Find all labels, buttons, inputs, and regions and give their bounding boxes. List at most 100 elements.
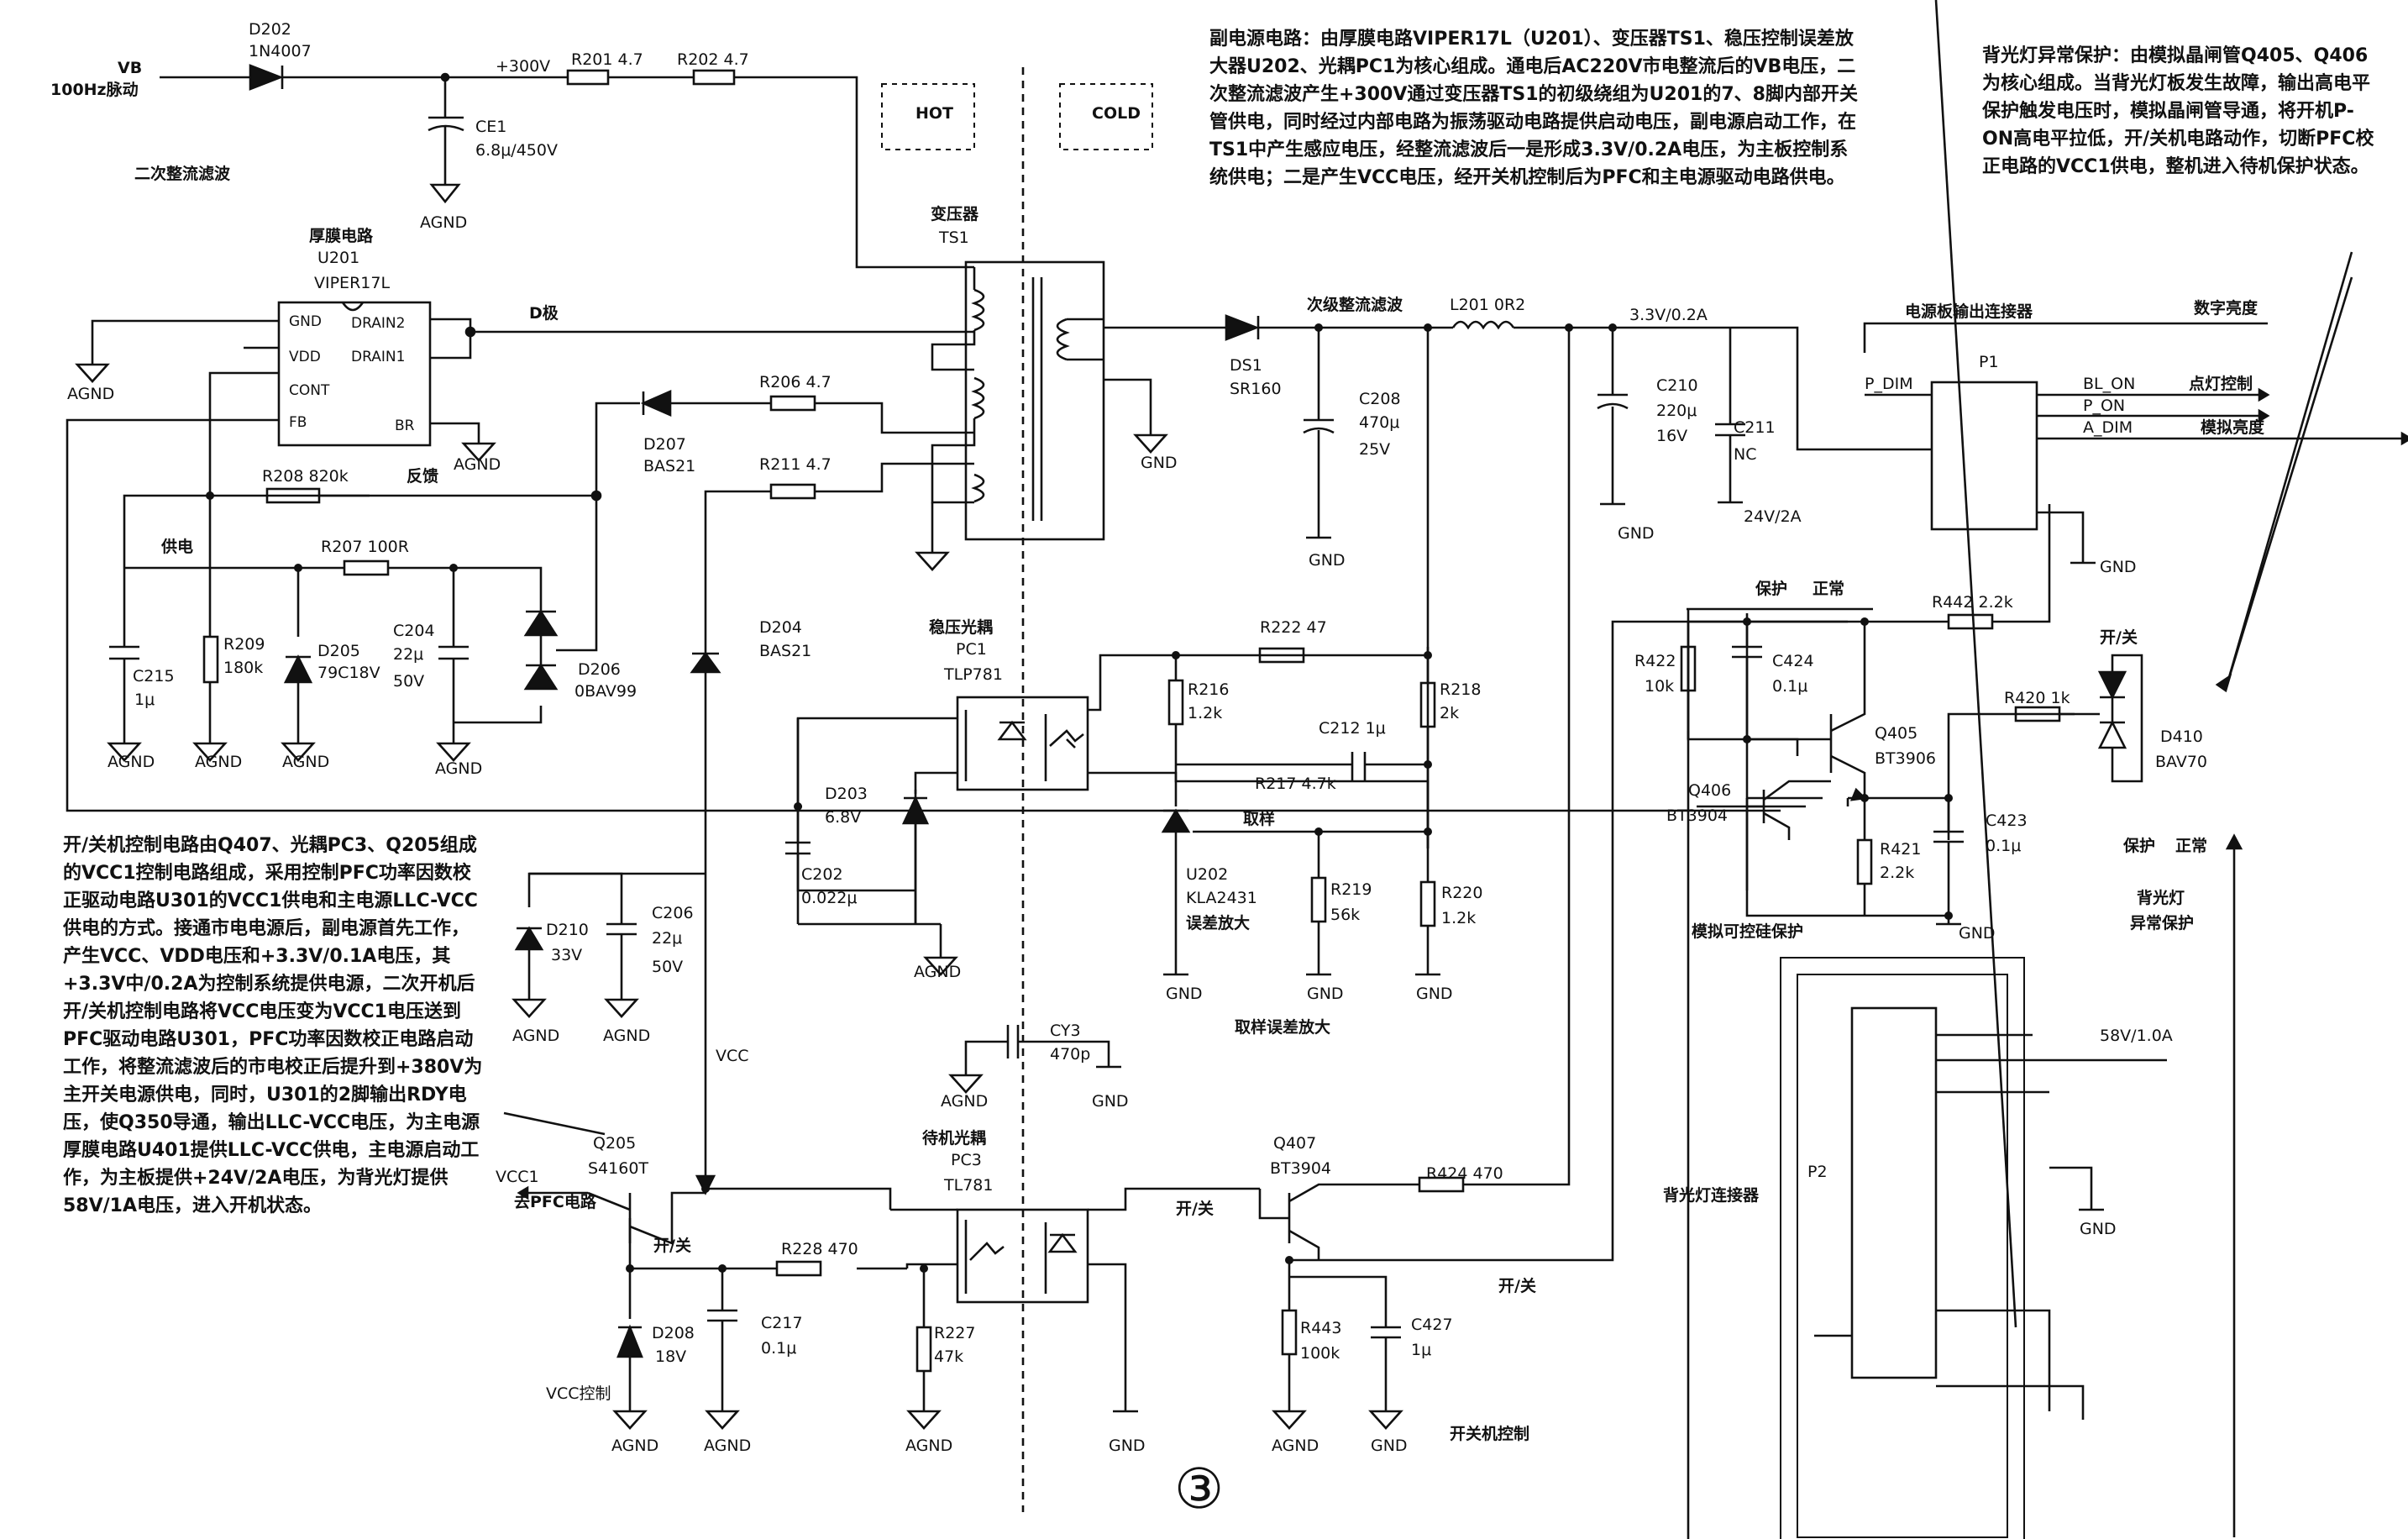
- label-p-dim: P_DIM: [1865, 375, 1913, 393]
- label-q405-part: BT3906: [1875, 749, 1936, 768]
- label-c204: C204: [393, 622, 435, 640]
- label-d205-val: 79C18V: [317, 664, 380, 682]
- label-agnd-11: AGND: [941, 1092, 989, 1111]
- p2-connector: [1780, 0, 2167, 1539]
- label-r219: R219: [1330, 880, 1372, 899]
- label-agnd-14: AGND: [905, 1437, 953, 1455]
- label-c204-val2: 50V: [393, 672, 425, 691]
- label-gnd-10: GND: [1371, 1437, 1408, 1455]
- label-cy3-val: 470p: [1050, 1045, 1091, 1064]
- label-r202: R202 4.7: [677, 50, 749, 69]
- pin-cont: CONT: [289, 382, 330, 399]
- label-r218: R218: [1440, 680, 1482, 699]
- label-agnd-12: AGND: [611, 1437, 659, 1455]
- label-gnd-12: GND: [2080, 1220, 2117, 1238]
- hot-cold-boxes: [881, 83, 1153, 150]
- label-d203-val: 6.8V: [825, 808, 862, 827]
- label-p1: P1: [1979, 353, 1999, 371]
- label-c424: C424: [1772, 652, 1814, 670]
- label-gnd-2: GND: [1309, 551, 1346, 570]
- label-gnd-6: GND: [1307, 985, 1344, 1003]
- pc1-regulator: [690, 622, 1436, 1176]
- label-d207: D207: [643, 435, 686, 454]
- label-protect-2: 保护: [2123, 837, 2156, 855]
- label-hot: HOT: [915, 104, 954, 123]
- label-c208-val2: 25V: [1359, 440, 1391, 459]
- label-q407-part: BT3904: [1270, 1159, 1331, 1178]
- label-bl-conn: 背光灯连接器: [1663, 1186, 1760, 1205]
- label-c206-val2: 50V: [652, 958, 684, 976]
- label-supply: 供电: [161, 538, 194, 556]
- label-c211-val: NC: [1734, 445, 1757, 464]
- label-agnd-1: AGND: [420, 213, 468, 232]
- label-normal-1: 正常: [1813, 580, 1845, 598]
- label-p2: P2: [1807, 1163, 1828, 1181]
- label-thick-film: 厚膜电路: [309, 227, 374, 245]
- label-r421: R421: [1880, 840, 1922, 859]
- label-r424: R424 470: [1426, 1164, 1503, 1183]
- label-pc3: PC3: [951, 1151, 982, 1169]
- label-q205-part: S4160T: [588, 1159, 649, 1178]
- label-c212: C212 1μ: [1319, 719, 1386, 738]
- label-onoff-ctrl: 开关机控制: [1450, 1425, 1530, 1443]
- label-cy3: CY3: [1050, 1022, 1081, 1040]
- label-gnd-3: GND: [1618, 524, 1655, 543]
- label-gnd-1: GND: [1141, 454, 1178, 472]
- label-d202-part: 1N4007: [249, 42, 312, 60]
- label-conn-out: 电源板输出连接器: [1905, 302, 2033, 321]
- label-c210: C210: [1656, 376, 1698, 395]
- pin-drain2: DRAIN2: [351, 315, 406, 332]
- label-r422: R422: [1634, 652, 1676, 670]
- label-d203: D203: [825, 785, 868, 803]
- label-r207: R207 100R: [321, 538, 409, 556]
- label-q405: Q405: [1875, 724, 1918, 743]
- label-protect-1: 保护: [1755, 580, 1788, 598]
- label-agnd-8: AGND: [914, 963, 962, 981]
- label-vcc-ctrl: VCC控制: [546, 1384, 611, 1403]
- label-feedback: 反馈: [407, 467, 439, 486]
- label-r216: R216: [1188, 680, 1230, 699]
- label-c210-val1: 220μ: [1656, 402, 1697, 420]
- label-c208: C208: [1359, 390, 1401, 408]
- label-transformer: 变压器: [931, 205, 979, 223]
- secondary-output: [1104, 314, 1932, 1176]
- label-sample-amp: 取样误差放大: [1235, 1018, 1331, 1037]
- label-ce1-val: 6.8μ/450V: [475, 141, 558, 160]
- backlight-protect-description: 背光灯异常保护：由模拟晶闸管Q405、Q406为核心组成。当背光灯板发生故障，输…: [1982, 45, 2374, 177]
- callout-leaders: [503, 276, 2353, 1136]
- label-r209: R209: [223, 635, 265, 654]
- label-vb: VB: [118, 59, 143, 77]
- feedback-wiring: [210, 390, 974, 622]
- label-d206: D206: [578, 660, 621, 679]
- label-d202: D202: [249, 20, 291, 39]
- label-c423-val: 0.1μ: [1986, 837, 2022, 855]
- label-u202-part: KLA2431: [1186, 889, 1257, 907]
- label-agnd-10: AGND: [603, 1027, 651, 1045]
- figure-number: ③: [1174, 1457, 1225, 1521]
- label-r206: R206 4.7: [759, 373, 832, 391]
- label-d204-part: BAS21: [759, 642, 812, 660]
- label-ds1-part: SR160: [1230, 380, 1282, 398]
- label-u202: U202: [1186, 865, 1229, 884]
- label-vcc1: VCC1: [496, 1168, 539, 1186]
- label-a-dim: A_DIM: [2083, 418, 2133, 437]
- label-r420: R420 1k: [2004, 689, 2070, 707]
- label-d-pole: D极: [529, 304, 559, 323]
- label-p-on: P_ON: [2083, 397, 2126, 415]
- label-c202-val: 0.022μ: [801, 889, 858, 907]
- label-agnd-7: AGND: [435, 759, 483, 778]
- label-v58: 58V/1.0A: [2100, 1027, 2173, 1045]
- label-r216-val: 1.2k: [1188, 704, 1223, 722]
- vdd-cap-network: [107, 402, 622, 762]
- label-c217-val: 0.1μ: [761, 1339, 797, 1358]
- label-v33: 3.3V/0.2A: [1629, 306, 1708, 324]
- label-c211: C211: [1734, 418, 1776, 437]
- label-c215: C215: [133, 667, 175, 685]
- label-agnd-3: AGND: [454, 455, 501, 474]
- label-r217: R217 4.7k: [1255, 775, 1336, 793]
- q407: [1258, 620, 1848, 1430]
- label-gnd-4: GND: [2100, 558, 2137, 576]
- label-gnd-7: GND: [1416, 985, 1453, 1003]
- label-err-amp: 误差放大: [1186, 914, 1251, 932]
- label-v24: 24V/2A: [1744, 507, 1802, 526]
